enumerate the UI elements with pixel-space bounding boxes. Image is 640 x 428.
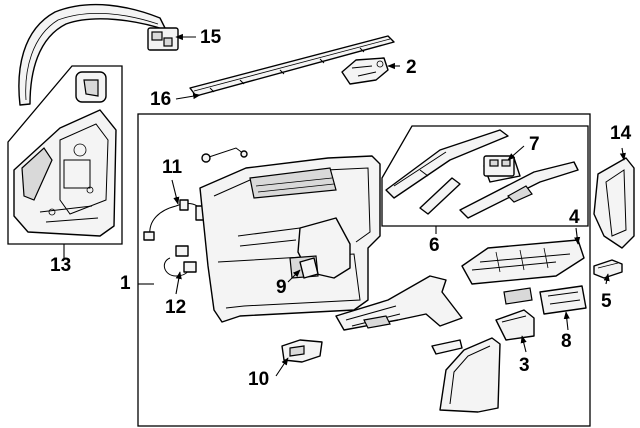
callout-6[interactable]: 6 bbox=[429, 235, 440, 256]
callout-5[interactable]: 5 bbox=[601, 291, 612, 312]
part-2-bracket bbox=[341, 57, 389, 85]
callout-4[interactable]: 4 bbox=[569, 207, 580, 228]
part-14-side-trim bbox=[593, 157, 635, 249]
part-5-clip bbox=[593, 259, 623, 279]
door-rod bbox=[201, 147, 248, 163]
part-3-handle bbox=[495, 309, 535, 341]
callout-8[interactable]: 8 bbox=[561, 331, 572, 352]
callout-12[interactable]: 12 bbox=[165, 297, 187, 318]
callout-15[interactable]: 15 bbox=[200, 27, 222, 48]
part-8-switch-panel bbox=[539, 285, 587, 315]
part-16-weatherstrip bbox=[189, 35, 395, 97]
callout-9[interactable]: 9 bbox=[276, 277, 287, 298]
part-11-wiring bbox=[143, 199, 209, 241]
callout-10[interactable]: 10 bbox=[248, 369, 270, 390]
callout-7[interactable]: 7 bbox=[529, 134, 540, 155]
part-7-switch-module bbox=[483, 155, 515, 177]
callout-16[interactable]: 16 bbox=[150, 89, 172, 110]
part-4-armrest-base bbox=[461, 239, 585, 305]
part-10-switch bbox=[281, 339, 323, 363]
part-1-box bbox=[137, 113, 591, 427]
leader-lines bbox=[63, 33, 626, 377]
part-15-frame-molding bbox=[18, 3, 179, 106]
part-13-box bbox=[7, 65, 123, 245]
callout-3[interactable]: 3 bbox=[519, 355, 530, 376]
callout-14[interactable]: 14 bbox=[610, 123, 632, 144]
callout-2[interactable]: 2 bbox=[406, 57, 417, 78]
armrest-garnish bbox=[335, 275, 463, 331]
callout-1[interactable]: 1 bbox=[120, 273, 131, 294]
callout-13[interactable]: 13 bbox=[50, 255, 72, 276]
door-trim-panel bbox=[199, 155, 381, 323]
part-9-switch bbox=[299, 257, 319, 279]
lower-bezel bbox=[431, 337, 501, 413]
part-12-wiring bbox=[163, 245, 197, 277]
callout-11[interactable]: 11 bbox=[162, 157, 183, 178]
